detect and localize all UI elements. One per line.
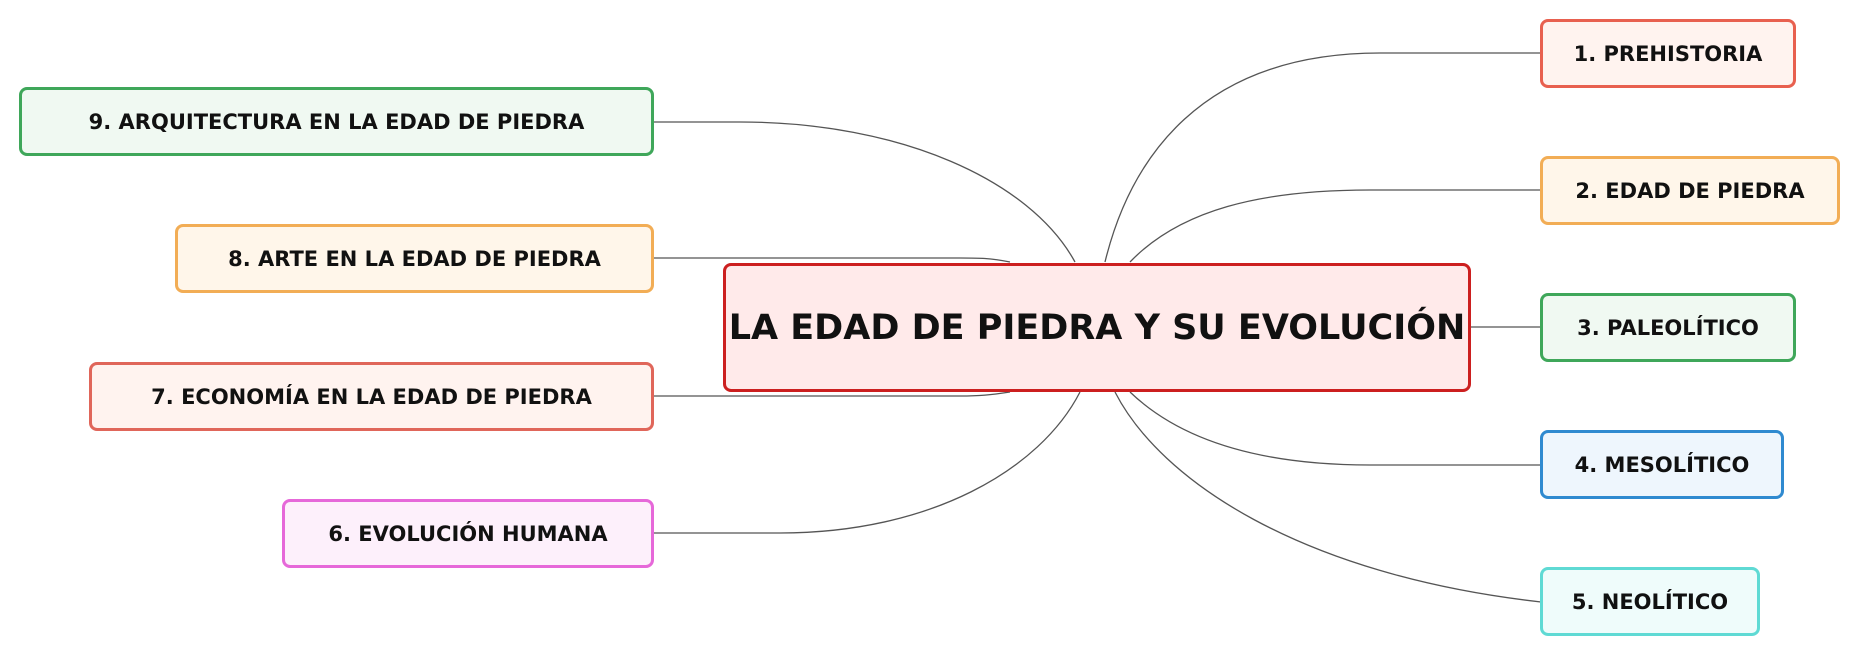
branch-edad-de-piedra[interactable]: 2. EDAD DE PIEDRA xyxy=(1540,156,1840,225)
connector-economia xyxy=(653,391,1011,397)
branch-arte[interactable]: 8. ARTE EN LA EDAD DE PIEDRA xyxy=(175,224,654,293)
connector-evolucion-humana xyxy=(653,391,1081,534)
connector-arte xyxy=(653,257,1011,263)
branch-mesolitico[interactable]: 4. MESOLÍTICO xyxy=(1540,430,1784,499)
connector-edad-de-piedra xyxy=(1129,189,1541,263)
branch-arquitectura[interactable]: 9. ARQUITECTURA EN LA EDAD DE PIEDRA xyxy=(19,87,654,156)
branch-label: 1. PREHISTORIA xyxy=(1573,41,1763,66)
connector-arquitectura xyxy=(653,121,1076,263)
branch-label: 7. ECONOMÍA EN LA EDAD DE PIEDRA xyxy=(151,384,592,409)
branch-label: 4. MESOLÍTICO xyxy=(1574,452,1750,477)
branch-prehistoria[interactable]: 1. PREHISTORIA xyxy=(1540,19,1796,88)
branch-label: 2. EDAD DE PIEDRA xyxy=(1575,178,1805,203)
branch-economia[interactable]: 7. ECONOMÍA EN LA EDAD DE PIEDRA xyxy=(89,362,654,431)
central-topic-label: LA EDAD DE PIEDRA Y SU EVOLUCIÓN xyxy=(728,307,1466,348)
branch-label: 6. EVOLUCIÓN HUMANA xyxy=(328,521,608,546)
connector-prehistoria xyxy=(1104,52,1541,263)
branch-neolitico[interactable]: 5. NEOLÍTICO xyxy=(1540,567,1760,636)
branch-paleolitico[interactable]: 3. PALEOLÍTICO xyxy=(1540,293,1796,362)
central-topic[interactable]: LA EDAD DE PIEDRA Y SU EVOLUCIÓN xyxy=(723,263,1471,392)
connector-mesolitico xyxy=(1129,391,1541,466)
branch-evolucion-humana[interactable]: 6. EVOLUCIÓN HUMANA xyxy=(282,499,654,568)
connector-neolitico xyxy=(1114,391,1542,603)
branch-label: 5. NEOLÍTICO xyxy=(1571,589,1729,614)
branch-label: 9. ARQUITECTURA EN LA EDAD DE PIEDRA xyxy=(88,109,585,134)
branch-label: 8. ARTE EN LA EDAD DE PIEDRA xyxy=(228,246,601,271)
branch-label: 3. PALEOLÍTICO xyxy=(1577,315,1759,340)
